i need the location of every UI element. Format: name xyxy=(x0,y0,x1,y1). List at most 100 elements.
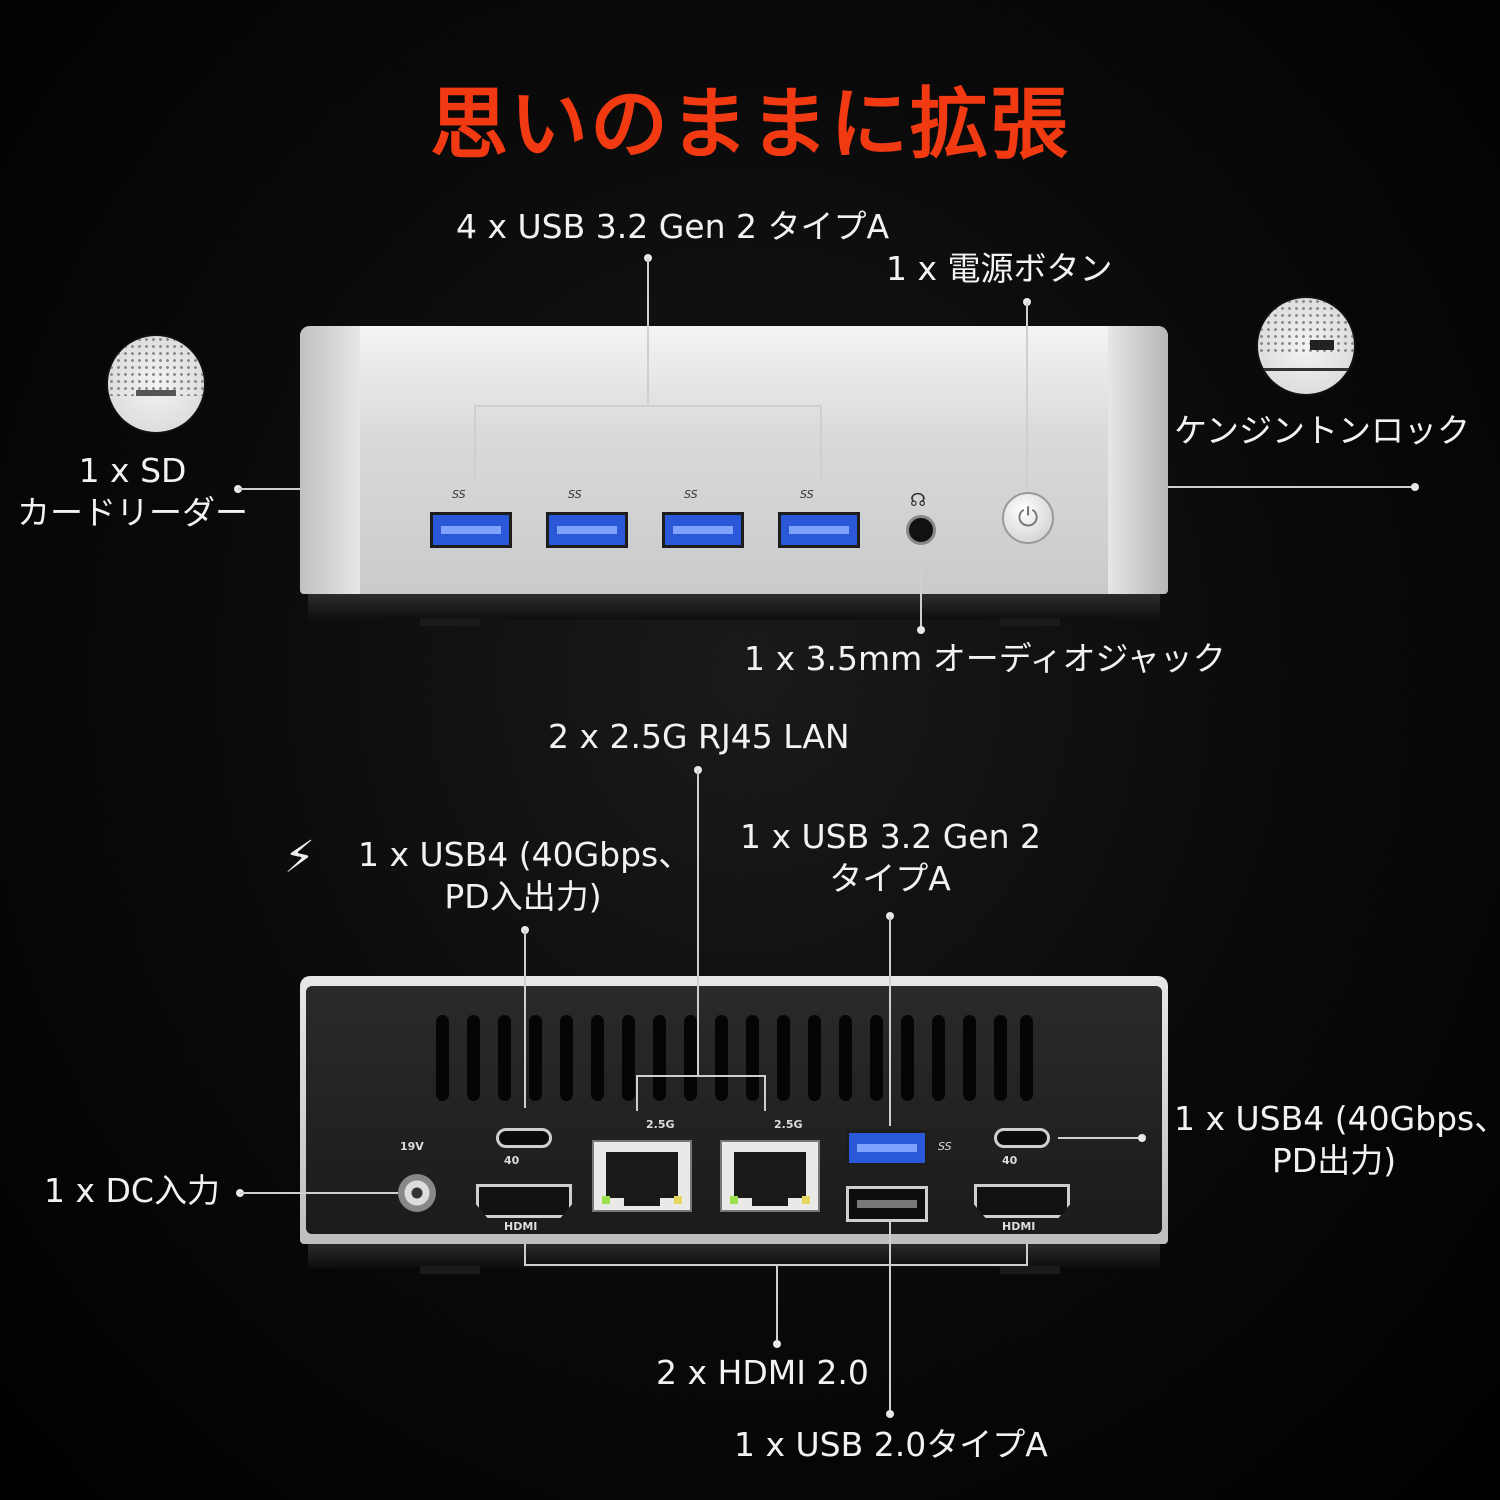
front-device-body xyxy=(300,326,1168,594)
vent-slot xyxy=(963,1015,976,1101)
callout-dot xyxy=(1138,1134,1146,1142)
vent-slot xyxy=(1020,1015,1033,1101)
vent-slot xyxy=(560,1015,573,1101)
label-usb4-pd-line1: 1 x USB4 (40Gbps、 xyxy=(358,835,692,874)
callout-line xyxy=(776,1264,778,1344)
vent-slot xyxy=(715,1015,728,1101)
callout-line xyxy=(1026,1244,1028,1266)
foot xyxy=(420,1266,480,1274)
usb-a-port-front-2 xyxy=(546,512,628,548)
hdmi-port-2 xyxy=(974,1184,1070,1218)
usb-ss-logo-icon: SS xyxy=(452,488,466,501)
hdmi-mark: HDMI xyxy=(1002,1220,1036,1233)
callout-line xyxy=(636,1075,638,1111)
callout-dot xyxy=(773,1340,781,1348)
page-title: 思いのままに拡張 xyxy=(429,80,1070,170)
power-button xyxy=(1002,492,1054,544)
callout-line xyxy=(1168,486,1416,488)
callout-line xyxy=(474,405,822,407)
label-sd-line1: 1 x SD xyxy=(78,451,187,490)
foot xyxy=(420,618,480,626)
dc-input-port xyxy=(398,1174,436,1212)
vent-slot xyxy=(653,1015,666,1101)
rj45-port-1 xyxy=(592,1140,692,1212)
callout-line xyxy=(524,1244,526,1266)
callout-line xyxy=(889,916,891,1126)
callout-line xyxy=(238,488,300,490)
label-usb2: 1 x USB 2.0タイプA xyxy=(734,1425,1048,1464)
usb4-mark: 40 xyxy=(504,1154,520,1167)
vent-slot xyxy=(529,1015,542,1101)
usb-a-port-front-3 xyxy=(662,512,744,548)
usb4-right-port xyxy=(994,1128,1050,1148)
callout-line xyxy=(1026,302,1028,492)
label-usb4-right: 1 x USB4 (40Gbps、 PD出力) xyxy=(1174,1098,1500,1182)
vent-slot xyxy=(746,1015,759,1101)
power-icon: ⏻ xyxy=(1017,503,1039,533)
label-power-button: 1 x 電源ボタン xyxy=(886,249,1113,288)
vent-slot xyxy=(591,1015,604,1101)
label-usb4-right-line2: PD出力) xyxy=(1271,1141,1397,1180)
label-usb32-line1: 1 x USB 3.2 Gen 2 xyxy=(740,817,1041,856)
charging-plug-icon: ⚡ xyxy=(284,832,315,883)
front-device-side-right xyxy=(1108,326,1168,594)
label-usb4-right-line1: 1 x USB4 (40Gbps、 xyxy=(1174,1099,1500,1138)
usb-ss-logo-icon: SS xyxy=(800,488,814,501)
vent-slot xyxy=(994,1015,1007,1101)
front-device-side-left xyxy=(300,326,360,594)
sd-card-detail-icon xyxy=(106,334,206,434)
vent-slot xyxy=(808,1015,821,1101)
headphone-icon: ☊ xyxy=(910,490,926,511)
usb-ss-logo-icon: SS xyxy=(684,488,698,501)
usb-ss-logo-icon: SS xyxy=(938,1140,952,1153)
label-lan: 2 x 2.5G RJ45 LAN xyxy=(548,717,850,756)
rj45-led xyxy=(730,1196,738,1204)
label-sd-line2: カードリーダー xyxy=(17,493,248,532)
usb4-pd-port xyxy=(496,1128,552,1148)
hdmi-port-1 xyxy=(476,1184,572,1218)
label-usb32-rear: 1 x USB 3.2 Gen 2 タイプA xyxy=(740,816,1041,900)
callout-line xyxy=(920,545,922,629)
usb-a-port-front-4 xyxy=(778,512,860,548)
callout-line xyxy=(697,770,699,1076)
vent-slot xyxy=(684,1015,697,1101)
vent-slot xyxy=(436,1015,449,1101)
label-dc-input: 1 x DC入力 xyxy=(44,1171,220,1210)
callout-line xyxy=(240,1192,398,1194)
callout-line xyxy=(524,930,526,1108)
usb-ss-logo-icon: SS xyxy=(568,488,582,501)
front-device-base xyxy=(308,594,1160,620)
vent-slot xyxy=(901,1015,914,1101)
usb4-mark: 40 xyxy=(1002,1154,1018,1167)
callout-line xyxy=(764,1075,766,1111)
vent-slot xyxy=(777,1015,790,1101)
vent-slot xyxy=(622,1015,635,1101)
label-usb-a-front: 4 x USB 3.2 Gen 2 タイプA xyxy=(456,207,890,246)
vent-slot xyxy=(870,1015,883,1101)
callout-line xyxy=(636,1075,766,1077)
label-sd-reader: 1 x SD カードリーダー xyxy=(0,450,265,534)
usb2-port-rear xyxy=(846,1186,928,1222)
label-usb4-pd: 1 x USB4 (40Gbps、 PD入出力) xyxy=(358,834,692,918)
hdmi-mark: HDMI xyxy=(504,1220,538,1233)
callout-dot xyxy=(1411,483,1419,491)
kensington-detail-icon xyxy=(1256,296,1356,396)
usb32-port-rear xyxy=(846,1130,928,1166)
vent-slot xyxy=(498,1015,511,1101)
usb-a-port-front-1 xyxy=(430,512,512,548)
vent-slot xyxy=(932,1015,945,1101)
foot xyxy=(1000,618,1060,626)
dc-voltage-mark: 19V xyxy=(400,1140,424,1153)
vent-slot xyxy=(839,1015,852,1101)
rj45-led xyxy=(602,1196,610,1204)
label-usb4-pd-line2: PD入出力) xyxy=(444,877,602,916)
label-hdmi: 2 x HDMI 2.0 xyxy=(656,1353,869,1392)
callout-line xyxy=(647,258,649,406)
lan-speed-mark: 2.5G xyxy=(774,1118,803,1131)
rj45-led xyxy=(674,1196,682,1204)
rj45-led xyxy=(802,1196,810,1204)
callout-line xyxy=(889,1222,891,1414)
callout-dot xyxy=(917,626,925,634)
callout-line xyxy=(1058,1137,1142,1139)
audio-jack-port xyxy=(906,515,936,545)
